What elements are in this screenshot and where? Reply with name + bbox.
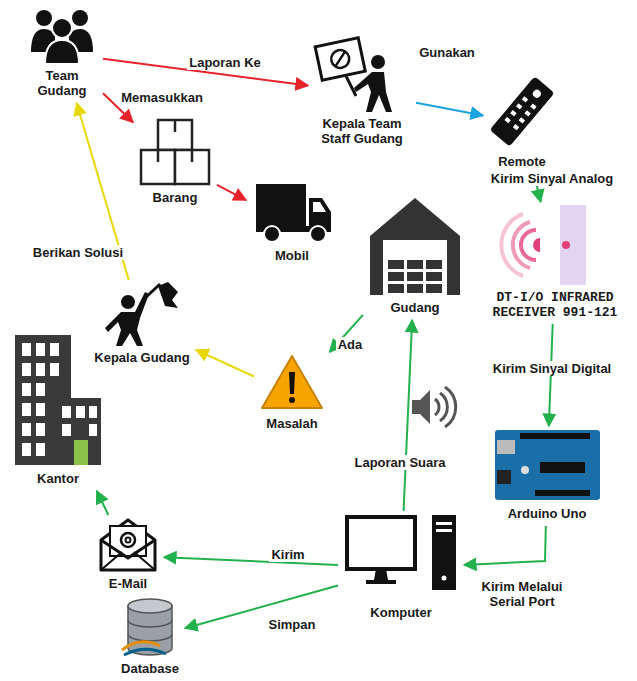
- icon-node: Remote: [485, 74, 559, 172]
- staff-sign-icon: [315, 38, 392, 112]
- flow-arrow: [164, 557, 338, 565]
- edge-label: Memasukkan: [119, 90, 205, 105]
- node-label: Mobil: [275, 248, 309, 263]
- arduino-board-icon: [495, 430, 600, 500]
- edge-label: Kirim Melalui Serial Port: [479, 579, 565, 609]
- icon-node: Arduino Uno: [489, 428, 605, 524]
- flow-arrow: [97, 491, 109, 515]
- email-icon: [101, 520, 155, 570]
- flow-arrow: [416, 103, 483, 116]
- node-label: Kepala Gudang: [94, 350, 189, 365]
- icon-node: Masalah: [256, 354, 328, 434]
- icon-node: Barang: [135, 118, 215, 208]
- node-label: Kantor: [37, 471, 79, 486]
- icon-node: Mobil: [248, 182, 336, 266]
- icon-node: Gudang: [365, 196, 465, 318]
- flow-arrow: [196, 350, 254, 377]
- icon-node: Kepala Gudang: [90, 282, 194, 368]
- flow-arrow: [404, 320, 413, 511]
- edge-label: Kirim Sinyal Digital: [491, 361, 613, 376]
- node-label: Kepala Team Staff Gudang: [314, 116, 410, 146]
- warning-icon: [262, 356, 322, 408]
- office-building-icon: [15, 335, 101, 465]
- edge-label: Laporan Ke: [187, 55, 263, 70]
- remote-icon: [490, 76, 555, 146]
- edge-label: Kirim Sinyal Analog: [489, 171, 615, 186]
- team-icon: [31, 10, 93, 64]
- edge-label: Kirim: [269, 547, 306, 562]
- node-label: Komputer: [370, 605, 431, 620]
- edge-label: Gunakan: [417, 45, 477, 60]
- ir-receiver-icon: [501, 205, 586, 285]
- leader-flag-icon: [105, 282, 178, 346]
- icon-node: E-Mail: [94, 517, 162, 594]
- icon-node: Kantor: [9, 333, 107, 489]
- edge-label: Berikan Solusi: [31, 245, 125, 260]
- icon-node: Komputer: [340, 513, 462, 623]
- node-label: DT-I/O INFRARED RECEIVER 991-121: [489, 290, 621, 320]
- node-label: E-Mail: [109, 576, 147, 591]
- warehouse-icon: [370, 198, 460, 295]
- icon-node: DT-I/O INFRARED RECEIVER 991-121: [485, 204, 625, 322]
- node-label: Remote: [498, 154, 546, 169]
- edge-label: Laporan Suara: [352, 455, 447, 470]
- node-label: Database: [121, 661, 179, 676]
- speaker-icon: [412, 387, 456, 427]
- icon-node: Team Gudang: [23, 6, 101, 101]
- boxes-icon: [141, 120, 209, 184]
- node-label: Barang: [153, 190, 198, 205]
- node-label: Arduino Uno: [508, 506, 587, 521]
- flow-arrow: [217, 185, 246, 200]
- node-label: Gudang: [390, 300, 439, 315]
- node-label: Masalah: [266, 416, 317, 431]
- edge-label: Ada: [336, 337, 365, 352]
- edge-label: Simpan: [267, 617, 318, 632]
- database-icon: [122, 599, 172, 655]
- icon-node: Database: [117, 597, 183, 679]
- computer-icon: [347, 515, 456, 590]
- node-label: Team Gudang: [31, 68, 93, 98]
- icon-node: Kepala Team Staff Gudang: [310, 36, 414, 149]
- flow-arrow: [464, 526, 546, 565]
- truck-icon: [256, 184, 331, 242]
